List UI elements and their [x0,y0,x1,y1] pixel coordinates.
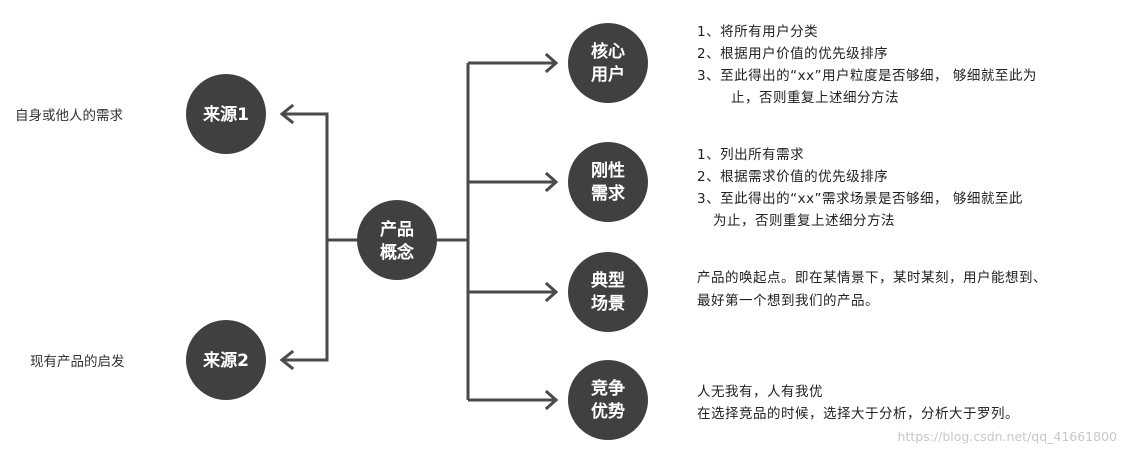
output-1-description-line: 止，否则重复上述细分方法 [731,89,899,106]
output-2-description-line: 1、列出所有需求 [697,147,804,163]
output-node-1-label-line1: 核心 [591,41,625,62]
output-1-description-line: 2、根据用户价值的优先级排序 [697,45,888,62]
output-2-description-line: 为止，否则重复上述细分方法 [713,212,895,229]
source-node-2-label: 来源2 [202,350,249,371]
center-node-circle [357,200,437,280]
output-node-1: 核心 用户 [568,23,648,103]
connector-source-1 [282,112,357,242]
arrow-output-4 [544,389,559,411]
arrow-output-3 [544,281,559,303]
output-node-4-circle [568,360,648,440]
output-4-description: 人无我有，人有我优 在选择竞品的时候，选择大于分析，分析大于罗列。 [697,384,1019,422]
output-node-3-label-line2: 场景 [591,294,625,314]
output-node-3-label-line1: 典型 [591,270,625,291]
center-node-label-line1: 产品 [380,219,414,240]
output-2-description-line: 3、至此得出的“xx”需求场景是否够细， 够细就至此 [697,190,1023,207]
output-1-description: 1、将所有用户分类 2、根据用户价值的优先级排序 3、至此得出的“xx”用户粒度… [697,23,1037,106]
output-node-4-label-line1: 竞争 [591,378,625,399]
output-node-2-circle [568,142,648,222]
output-4-description-line: 人无我有，人有我优 [697,384,823,400]
output-1-description-line: 3、至此得出的“xx”用户粒度是否够细， 够细就至此为 [697,67,1037,84]
output-3-description-line: 最好第一个想到我们的产品。 [697,292,879,309]
watermark-text: https://blog.csdn.net/qq_41661800 [898,429,1117,444]
output-node-3: 典型 场景 [568,252,648,332]
right-connectors [437,52,559,411]
output-2-description-line: 2、根据需求价值的优先级排序 [697,169,888,185]
output-node-2: 刚性 需求 [568,142,648,222]
output-node-4: 竞争 优势 [568,360,648,440]
output-4-description-line: 在选择竞品的时候，选择大于分析，分析大于罗列。 [697,405,1019,422]
arrow-output-2 [544,171,559,193]
output-node-4-label-line2: 优势 [591,401,625,422]
arrow-source-2 [279,349,295,371]
left-connectors [279,103,357,371]
source-1-description: 自身或他人的需求 [15,108,123,124]
output-node-2-label-line2: 需求 [591,183,625,204]
source-node-2-circle [186,320,266,400]
source-node-1: 来源1 [186,74,266,154]
source-node-1-circle [186,74,266,154]
arrow-output-1 [544,52,559,74]
center-node: 产品 概念 [357,200,437,280]
output-node-2-label-line1: 刚性 [591,160,625,181]
connector-source-2 [282,240,329,362]
output-node-3-circle [568,252,648,332]
center-node-label-line2: 概念 [380,242,414,263]
output-3-description: 产品的唤起点。即在某情景下，某时某刻，用户能想到、 最好第一个想到我们的产品。 [697,269,1047,309]
source-node-2: 来源2 [186,320,266,400]
output-node-1-circle [568,23,648,103]
source-2-description: 现有产品的启发 [30,354,125,370]
output-node-1-label-line2: 用户 [591,64,625,85]
source-node-1-label: 来源1 [202,104,249,125]
arrow-source-1 [279,103,295,125]
output-3-description-line: 产品的唤起点。即在某情景下，某时某刻，用户能想到、 [697,269,1047,286]
output-1-description-line: 1、将所有用户分类 [697,23,818,40]
output-2-description: 1、列出所有需求 2、根据需求价值的优先级排序 3、至此得出的“xx”需求场景是… [697,147,1023,229]
